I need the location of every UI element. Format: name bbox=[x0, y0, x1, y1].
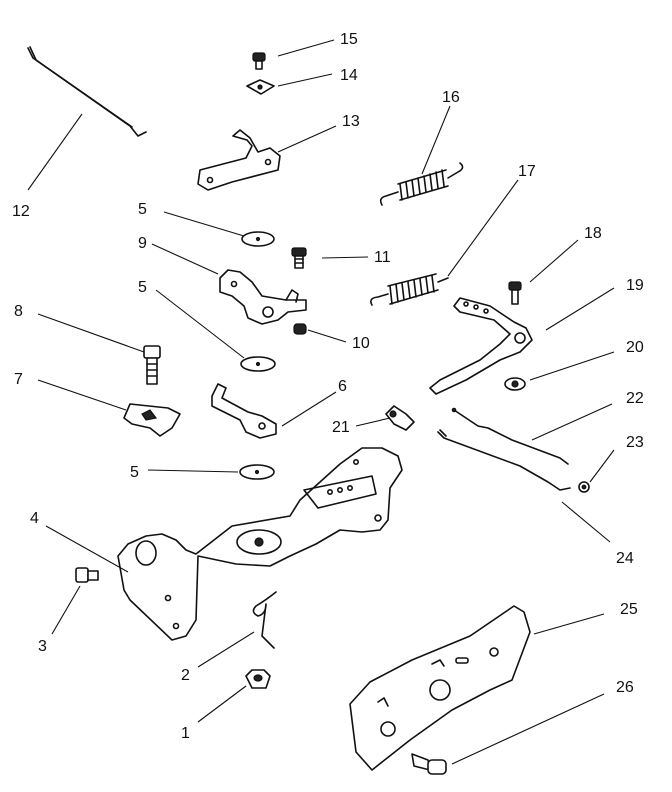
part-5-washer-bottom bbox=[239, 464, 275, 480]
part-24-rod bbox=[437, 429, 571, 491]
leader-6 bbox=[281, 391, 337, 427]
part-2-spring-clip bbox=[252, 591, 277, 649]
part-16-spring bbox=[379, 162, 464, 206]
callout-12: 12 bbox=[12, 203, 30, 220]
leader-22 bbox=[531, 403, 613, 441]
callout-5-top: 5 bbox=[138, 201, 147, 218]
part-15-screw bbox=[252, 52, 266, 70]
leader-17 bbox=[447, 179, 519, 277]
callout-9: 9 bbox=[138, 235, 147, 252]
leader-5c bbox=[147, 469, 239, 473]
part-12-link-rod bbox=[27, 46, 147, 137]
part-10-nut bbox=[293, 323, 307, 335]
part-20-nut bbox=[504, 377, 526, 391]
part-21-clip bbox=[385, 405, 415, 431]
callout-19: 19 bbox=[626, 277, 644, 294]
part-18-screw bbox=[508, 281, 522, 305]
callout-14: 14 bbox=[340, 67, 358, 84]
leader-lines bbox=[27, 39, 615, 765]
part-13-lever-bracket bbox=[197, 129, 281, 191]
callout-23: 23 bbox=[626, 434, 644, 451]
callout-20: 20 bbox=[626, 339, 644, 356]
part-26-screw bbox=[411, 753, 447, 775]
part-22-rod bbox=[451, 407, 569, 465]
leader-21 bbox=[355, 417, 391, 427]
callout-22: 22 bbox=[626, 390, 644, 407]
leader-12 bbox=[27, 113, 83, 191]
callout-5-bottom: 5 bbox=[130, 464, 139, 481]
callout-2: 2 bbox=[181, 667, 190, 684]
leader-7 bbox=[37, 379, 127, 411]
callout-13: 13 bbox=[342, 113, 360, 130]
leader-8 bbox=[37, 313, 145, 353]
leader-15 bbox=[277, 39, 335, 57]
leader-10 bbox=[307, 329, 347, 343]
part-19-throttle-lever bbox=[429, 297, 533, 395]
part-8-bolt bbox=[143, 345, 161, 385]
leader-24 bbox=[561, 501, 611, 543]
callout-4: 4 bbox=[30, 510, 39, 527]
part-3-screw bbox=[75, 567, 99, 583]
callout-3: 3 bbox=[38, 638, 47, 655]
leader-5a bbox=[163, 211, 245, 237]
part-14-square-washer bbox=[246, 79, 275, 95]
leader-14 bbox=[277, 73, 333, 87]
leader-26 bbox=[451, 693, 605, 765]
part-17-spring bbox=[370, 273, 449, 306]
leader-11 bbox=[321, 256, 369, 259]
part-9-governor-arm bbox=[219, 269, 307, 325]
callout-25: 25 bbox=[620, 601, 638, 618]
leader-25 bbox=[533, 613, 605, 635]
callout-24: 24 bbox=[616, 550, 634, 567]
callout-17: 17 bbox=[518, 163, 536, 180]
leader-16 bbox=[421, 105, 451, 175]
leader-9 bbox=[151, 243, 219, 275]
callout-11: 11 bbox=[374, 249, 391, 266]
leader-4 bbox=[45, 525, 129, 573]
leader-20 bbox=[529, 351, 615, 381]
leader-2 bbox=[197, 631, 255, 668]
leader-1 bbox=[197, 685, 247, 723]
part-5-washer-middle bbox=[240, 356, 276, 372]
leader-5b bbox=[155, 289, 245, 359]
part-5-washer-top bbox=[241, 231, 275, 247]
callout-21: 21 bbox=[332, 419, 350, 436]
leader-23 bbox=[589, 449, 615, 483]
part-1-nut bbox=[245, 669, 271, 689]
part-23-nut bbox=[578, 481, 590, 493]
callout-5-middle: 5 bbox=[138, 279, 147, 296]
callout-10: 10 bbox=[352, 335, 370, 352]
part-25-back-plate bbox=[349, 605, 531, 771]
part-6-plate bbox=[211, 383, 277, 439]
leader-13 bbox=[277, 125, 337, 153]
callout-18: 18 bbox=[584, 225, 602, 242]
callout-26: 26 bbox=[616, 679, 634, 696]
leader-3 bbox=[51, 585, 81, 635]
callout-15: 15 bbox=[340, 31, 358, 48]
callout-7: 7 bbox=[14, 371, 23, 388]
part-7-clip bbox=[123, 403, 181, 437]
part-4-control-bracket bbox=[117, 447, 403, 641]
callout-labels: 1 2 3 4 5 5 5 6 7 8 9 10 11 12 13 14 15 … bbox=[12, 31, 644, 742]
callout-16: 16 bbox=[442, 89, 460, 106]
callout-1: 1 bbox=[181, 725, 190, 742]
callout-8: 8 bbox=[14, 303, 23, 320]
leader-18 bbox=[529, 239, 579, 283]
part-11-screw bbox=[291, 247, 307, 269]
callout-6: 6 bbox=[338, 378, 347, 395]
leader-19 bbox=[545, 287, 615, 331]
